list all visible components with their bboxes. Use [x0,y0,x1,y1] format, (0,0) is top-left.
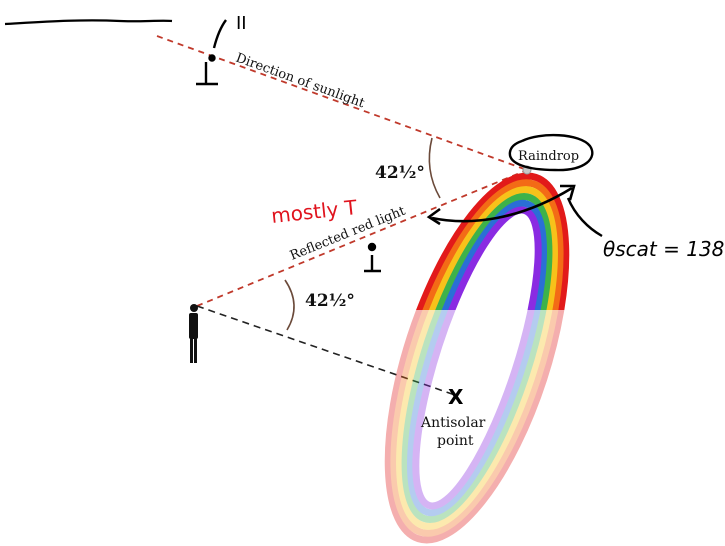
angle-arc-top [428,137,441,199]
parallel-mark: II [236,13,247,34]
theta-scat-note: θscat = 138° [603,237,725,261]
band-yellow [396,186,558,310]
band-green [401,192,553,310]
perpendicular-mark-top [196,19,227,86]
direction-of-sunlight-label: Direction of sunlight [234,51,368,112]
antisolar-line [196,305,456,396]
i-mark [364,242,381,273]
observer-figure [189,304,198,363]
band-green-faded [401,310,553,524]
angle-bottom-label: 42½° [305,291,355,311]
scatter-pointer-line [566,197,603,238]
handwritten-line [4,19,173,26]
scatter-arrow-head-right [560,184,576,201]
band-orange-faded [390,310,564,537]
reflected-light-line [196,169,528,307]
raindrop-circle [508,133,594,172]
band-blue-faded [407,310,547,517]
band-orange [390,179,564,310]
rainbow-faded [384,310,570,544]
band-red [384,172,570,310]
band-yellow-faded [396,310,558,530]
band-blue [407,199,547,310]
band-violet-faded [412,310,542,510]
raindrop-label: Raindrop [518,149,579,164]
scatter-arrow-curve [431,186,573,223]
mostly-t-note: mostly T [270,195,359,228]
antisolar-label-line2: point [437,433,474,449]
angle-top-label: 42½° [375,163,425,183]
band-red-faded [384,310,570,544]
antisolar-label-line1: Antisolar [420,415,486,431]
scatter-arrow-head-left [426,207,441,226]
antisolar-x-mark: X [448,385,464,409]
angle-arc-bottom [284,279,295,331]
